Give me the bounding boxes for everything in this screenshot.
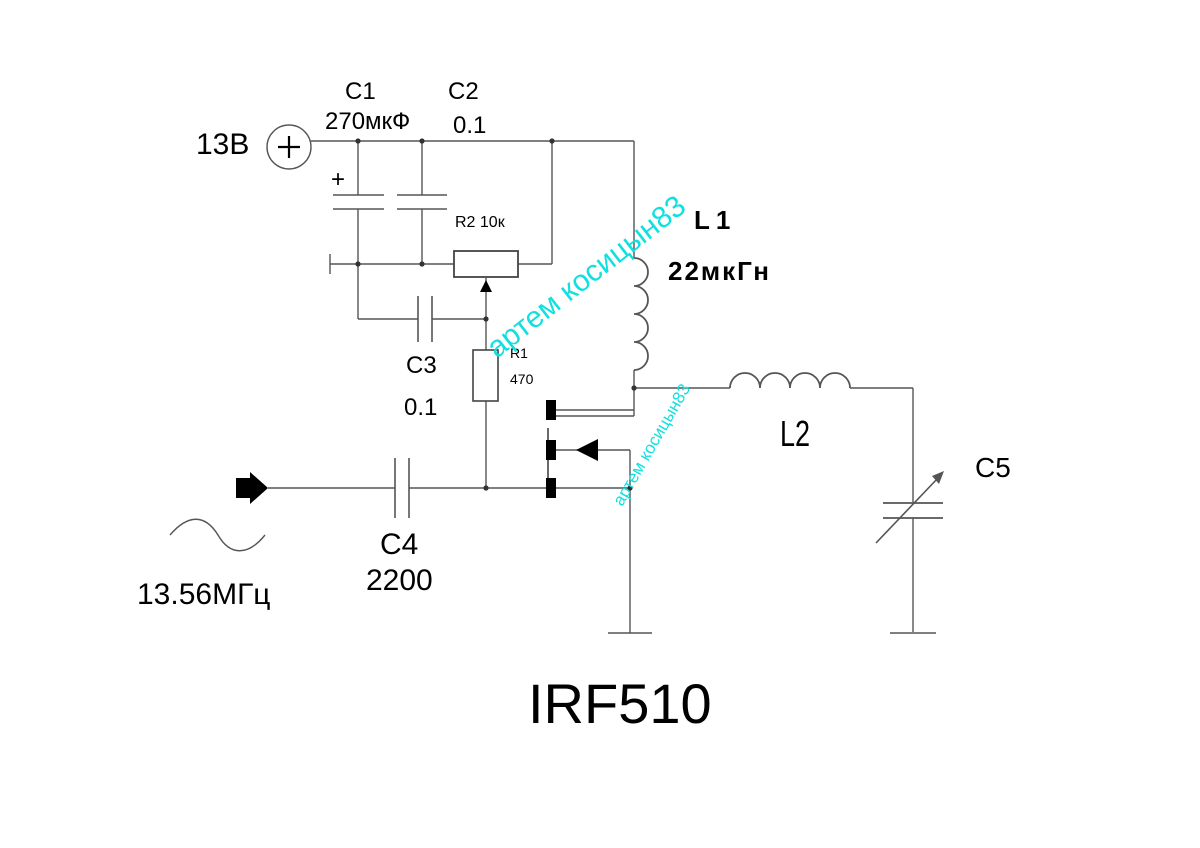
power-terminal: [266, 124, 312, 170]
wires: [268, 140, 914, 633]
inductor-l2: [729, 372, 851, 389]
transistor-part-label: IRF510: [528, 672, 712, 735]
c5-ref-label: С5: [975, 452, 1011, 483]
capacitor-c4: [394, 458, 410, 518]
supply-voltage-label: 13В: [196, 128, 250, 161]
c3-value-label: 0.1: [404, 394, 438, 421]
l2-ref-label: L2: [780, 413, 811, 454]
c1-value-label: 270мкФ: [325, 108, 411, 135]
r1-value-label: 470: [510, 371, 534, 387]
c4-ref-label: С4: [380, 528, 419, 561]
capacitor-c1: [333, 194, 384, 210]
l1-ref-label: L1: [694, 205, 737, 235]
mosfet-irf510: [546, 400, 634, 498]
l1-value-label: 22мкГн: [668, 256, 771, 286]
capacitor-c3: [417, 296, 433, 342]
capacitor-c2: [397, 194, 447, 210]
junction-dots: [355, 138, 637, 491]
c4-value-label: 2200: [366, 564, 433, 597]
c2-ref-label: С2: [448, 78, 479, 105]
c3-ref-label: С3: [406, 352, 437, 379]
c2-value-label: 0.1: [453, 112, 487, 139]
c1-ref-label: С1: [345, 78, 376, 105]
resistor-r1: [472, 349, 499, 402]
r1-ref-label: R1: [510, 345, 528, 361]
input-arrow-icon: [236, 472, 268, 504]
sine-wave-icon: [169, 518, 266, 552]
potentiometer-r2: [453, 250, 519, 292]
inductor-l1: [633, 257, 649, 371]
c1-polarity-mark: +: [331, 166, 346, 193]
r2-label: R2 10к: [455, 214, 505, 231]
input-frequency-label: 13.56МГц: [137, 578, 271, 611]
variable-capacitor-c5: [875, 471, 944, 544]
